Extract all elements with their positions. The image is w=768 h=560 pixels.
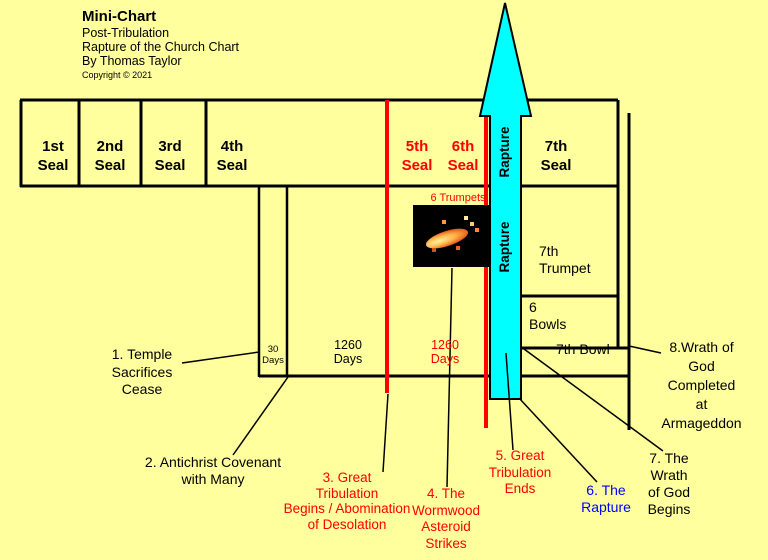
seal-label-3: 3rd Seal bbox=[154, 138, 186, 174]
leader-line-8 bbox=[628, 345, 662, 354]
leader-line-7 bbox=[523, 348, 664, 452]
leader-line-5 bbox=[505, 352, 514, 451]
six-bowls-label: 6 Bowls bbox=[529, 299, 567, 332]
rapture-arrow-label-upper: Rapture bbox=[497, 126, 512, 178]
annotation-8-wrath-completed-armageddon: 8.Wrath of God Completed at Armageddon bbox=[661, 339, 742, 431]
annotation-6-the-rapture: 6. The Rapture bbox=[581, 482, 631, 515]
second-1260-days-label: 1260 Days bbox=[430, 338, 460, 366]
annotation-4-wormwood-asteroid-strikes: 4. The Wormwood Asteroid Strikes bbox=[411, 486, 481, 551]
seventh-trumpet-label: 7th Trumpet bbox=[539, 243, 591, 276]
page-title: Mini-Chart bbox=[82, 8, 157, 25]
annotation-2-antichrist-covenant: 2. Antichrist Covenant with Many bbox=[144, 454, 282, 487]
asteroid-fireball-icon bbox=[423, 224, 471, 253]
asteroid-debris-icon bbox=[413, 205, 415, 207]
seal-label-1: 1st Seal bbox=[37, 138, 69, 174]
title-subtitle-3: By Thomas Taylor bbox=[82, 54, 182, 68]
six-trumpets-label: 6 Trumpets bbox=[430, 192, 486, 204]
wormwood-asteroid-image bbox=[413, 205, 489, 267]
copyright-notice: Copyright © 2021 bbox=[82, 70, 153, 80]
seventh-bowl-label: 7th Bowl bbox=[556, 341, 610, 357]
annotation-5-great-tribulation-ends: 5. Great Tribulation Ends bbox=[488, 448, 552, 496]
title-subtitle-2: Rapture of the Church Chart bbox=[82, 40, 240, 54]
leader-line-6 bbox=[518, 397, 598, 483]
annotation-1-temple-sacrifices-cease: 1. Temple Sacrifices Cease bbox=[111, 346, 173, 397]
rapture-arrow bbox=[478, 2, 533, 400]
leader-line-4 bbox=[446, 267, 453, 488]
rapture-arrow-label-lower: Rapture bbox=[497, 221, 512, 273]
title-subtitle-1: Post-Tribulation bbox=[82, 26, 170, 40]
thirty-days-label: 30 Days bbox=[262, 344, 284, 366]
seal-label-5: 5th Seal bbox=[401, 138, 433, 174]
first-1260-days-label: 1260 Days bbox=[333, 338, 363, 366]
leader-line-3 bbox=[382, 393, 389, 473]
annotation-3-great-tribulation-begins: 3. Great Tribulation Begins / Abominatio… bbox=[283, 470, 411, 532]
annotation-7-wrath-of-god-begins: 7. The Wrath of God Begins bbox=[647, 450, 691, 517]
leader-line-1 bbox=[181, 351, 260, 364]
seal-label-7: 7th Seal bbox=[540, 138, 572, 174]
seal-label-4: 4th Seal bbox=[216, 138, 248, 174]
seal-label-6: 6th Seal bbox=[447, 138, 479, 174]
seal-label-2: 2nd Seal bbox=[94, 138, 126, 174]
leader-line-2 bbox=[232, 376, 289, 456]
